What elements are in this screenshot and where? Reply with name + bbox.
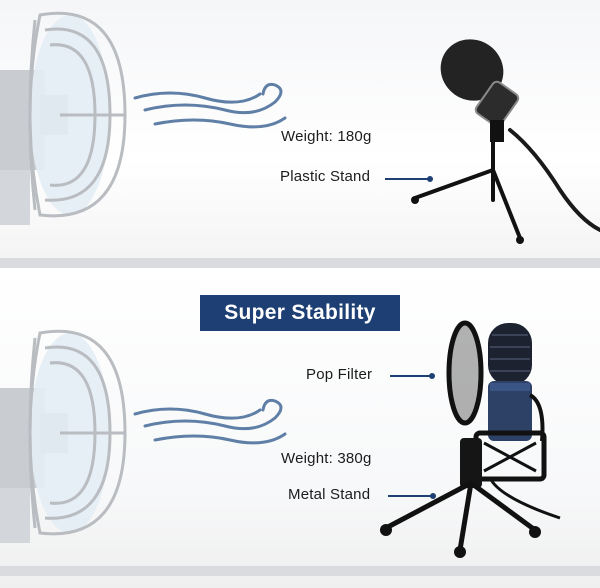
wind-icon bbox=[133, 398, 287, 445]
tripod-icon bbox=[380, 438, 561, 558]
top-stand-leader bbox=[385, 176, 433, 182]
bottom-weight-label: Weight: 380g bbox=[281, 450, 372, 467]
top-weight-label: Weight: 180g bbox=[281, 128, 372, 145]
bottom-floor bbox=[0, 566, 600, 576]
pop-filter-leader bbox=[390, 373, 435, 379]
fan-icon bbox=[0, 11, 127, 225]
top-stand-label: Plastic Stand bbox=[280, 168, 371, 185]
foam-microphone-icon bbox=[440, 39, 600, 232]
pop-filter-icon bbox=[446, 320, 484, 426]
top-floor bbox=[0, 258, 600, 268]
super-stability-badge: Super Stability bbox=[200, 295, 400, 331]
metal-stand-leader bbox=[388, 493, 436, 499]
bottom-stand-label: Metal Stand bbox=[288, 486, 371, 503]
top-panel: Weight: 180g Plastic Stand bbox=[0, 0, 600, 268]
tripod-icon bbox=[411, 138, 524, 244]
fan-icon bbox=[0, 329, 127, 543]
metal-microphone-icon bbox=[473, 323, 547, 482]
bottom-pop-filter-label: Pop Filter bbox=[306, 366, 373, 383]
wind-icon bbox=[133, 82, 287, 129]
